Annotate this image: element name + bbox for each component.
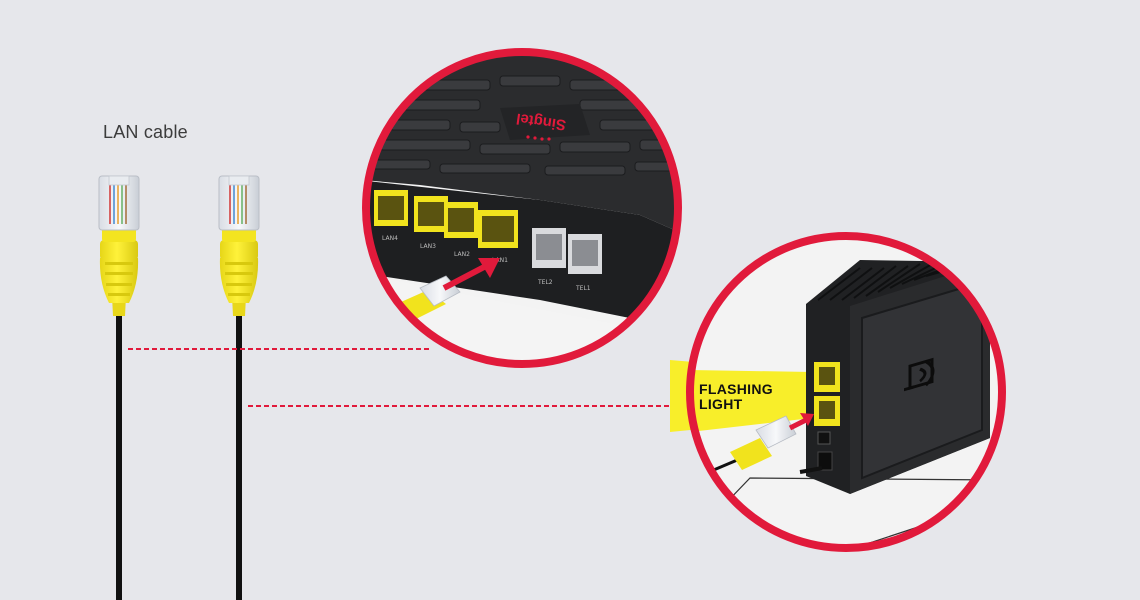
insert-arrow-ont-icon [788, 413, 814, 431]
lan-cable-right [218, 175, 260, 600]
lan-cable-left [98, 175, 140, 600]
port-label-lan4: LAN4 [382, 235, 398, 242]
ont-lan-ports [814, 362, 840, 426]
port-label-tel2: TEL2 [537, 279, 553, 286]
ont-zoom [686, 232, 1006, 552]
router-zoom: Singtel [362, 48, 682, 368]
flashing-light-label-line2: LIGHT [699, 396, 743, 412]
port-label-lan2: LAN2 [454, 251, 470, 258]
wifi-ont-icon [904, 357, 935, 392]
port-label-lan1: LAN1 [492, 257, 508, 264]
flashing-light-label: FLASHING LIGHT [699, 382, 773, 412]
ont-plug [690, 415, 797, 482]
router-brand-logo: Singtel [515, 110, 567, 134]
insert-arrow-router-icon [442, 258, 500, 291]
flashing-light-label-line1: FLASHING [699, 381, 773, 397]
router-lan-ports [374, 190, 518, 248]
lan-cable-label: LAN cable [103, 122, 188, 142]
port-label-tel1: TEL1 [575, 285, 591, 292]
port-label-lan3: LAN3 [420, 243, 436, 250]
router-tel-ports [532, 228, 602, 274]
